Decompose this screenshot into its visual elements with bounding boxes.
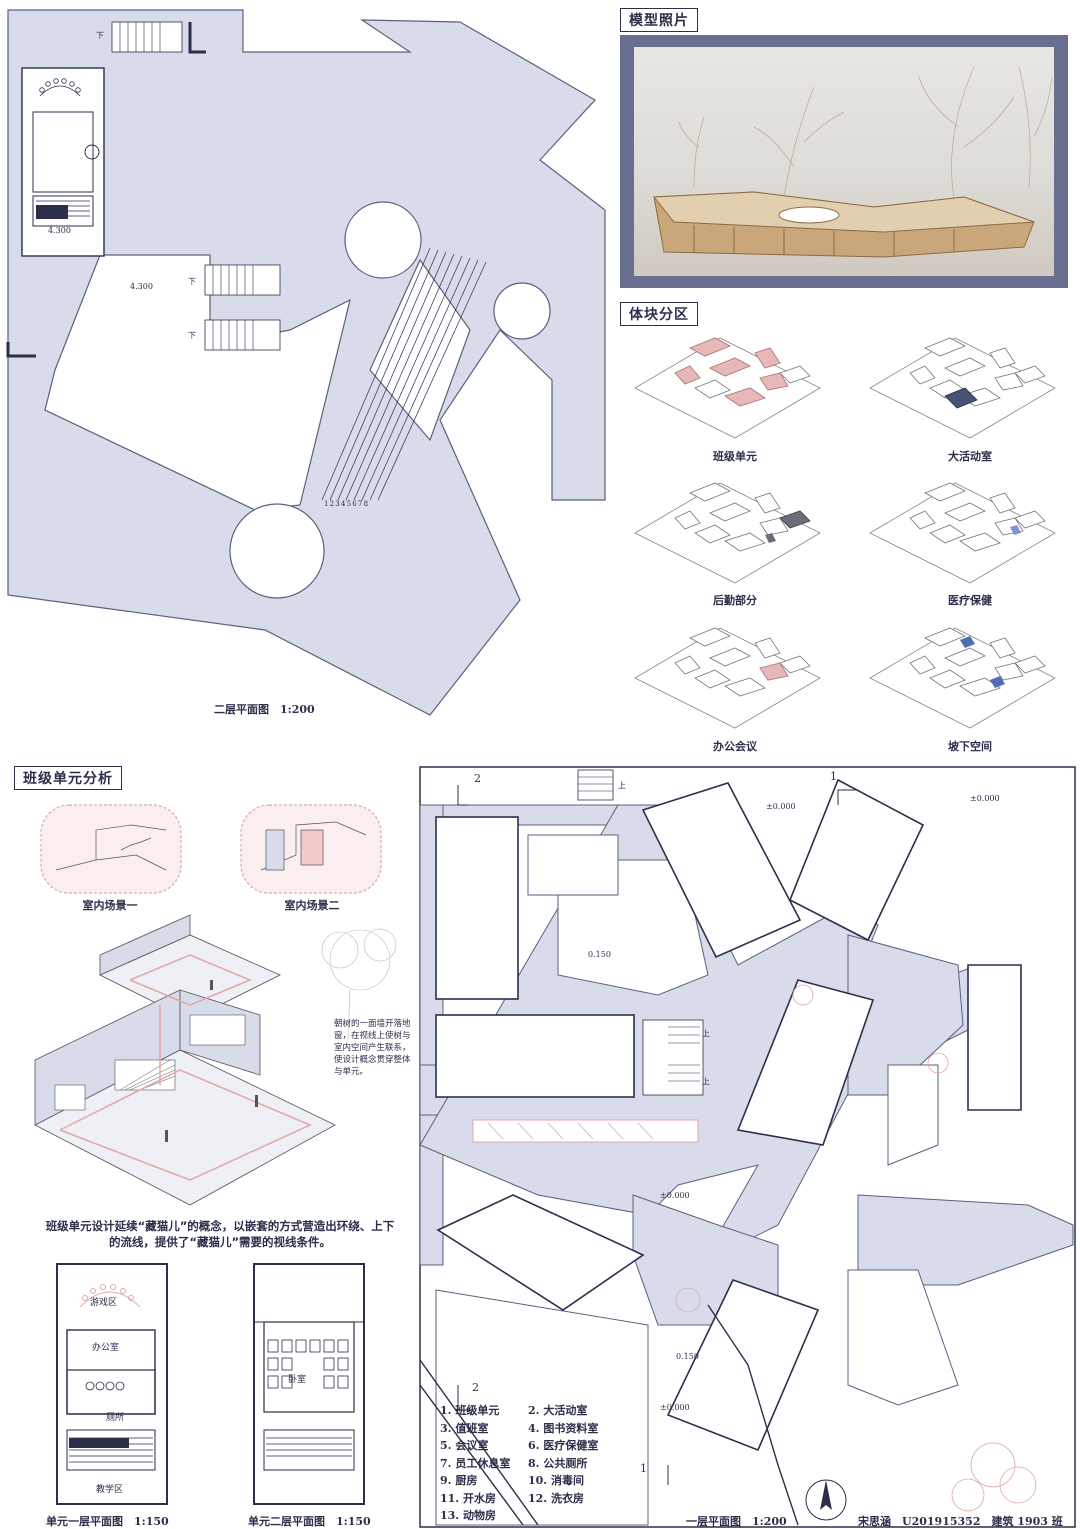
legend-row: 11. 开水房 12. 洗衣房	[440, 1490, 598, 1508]
elevation-4300-unit: 4.300	[48, 226, 71, 235]
author-caption: 宋思涵 U201915352 建筑 1903 班	[858, 1515, 1063, 1528]
up-mark-1: 上	[702, 1029, 710, 1038]
legend-item: 2. 大活动室	[528, 1404, 588, 1417]
interior-scenes	[40, 804, 382, 894]
massing-label-activity: 大活动室	[948, 450, 992, 463]
section-mark-2-top: 2	[474, 772, 481, 785]
unit-room-sleep: 卧室	[288, 1375, 307, 1385]
unit-first-floor-plan	[56, 1263, 168, 1505]
elevation-0150-1: 0.150	[588, 950, 611, 959]
elevation-4300-hall: 4.300	[130, 282, 153, 291]
unit-second-caption: 单元二层平面图 1:150	[248, 1515, 371, 1528]
unit-first-caption: 单元一层平面图 1:150	[46, 1515, 169, 1528]
legend-row: 1. 班级单元 2. 大活动室	[440, 1402, 598, 1420]
massing-label-medical: 医疗保健	[948, 594, 992, 607]
unit-room-office: 办公室	[92, 1343, 120, 1353]
legend-row: 5. 会议室 6. 医疗保健室	[440, 1437, 598, 1455]
legend-row: 7. 员工休息室 8. 公共厕所	[440, 1455, 598, 1473]
massing-title: 体块分区	[620, 302, 698, 326]
legend-item: 9. 厨房	[440, 1474, 478, 1487]
model-photo-title: 模型照片	[620, 8, 698, 32]
room-legend: 1. 班级单元 2. 大活动室 3. 值班室 4. 图书资料室 5. 会议室 6. 医…	[440, 1402, 598, 1525]
legend-item: 3. 值班室	[440, 1421, 489, 1435]
section-mark-1-bottom: 1	[640, 1462, 647, 1475]
first-floor-caption: 一层平面图 1:200	[686, 1515, 787, 1528]
model-photo-frame	[620, 35, 1068, 288]
elevation-zero-1: ±0.000	[766, 802, 796, 811]
elevation-zero-3: ±0.000	[660, 1191, 690, 1200]
legend-item: 12. 洗衣房	[528, 1491, 584, 1505]
first-floor-plan	[419, 766, 1076, 1528]
legend-item: 1. 班级单元	[440, 1404, 500, 1417]
unit-room-play: 游戏区	[90, 1298, 118, 1308]
legend-item: 10. 消毒间	[528, 1474, 584, 1487]
scene-label-one: 室内场景一	[82, 899, 138, 912]
massing-label-underground: 坡下空间	[948, 740, 992, 753]
elevation-zero-4: ±0.000	[660, 1403, 690, 1412]
down-mark-2: 下	[188, 277, 196, 286]
massing-label-class: 班级单元	[713, 450, 757, 463]
stair-numbers: 12345678	[324, 500, 370, 508]
massing-label-office: 办公会议	[713, 740, 757, 753]
class-unit-title: 班级单元分析	[14, 766, 122, 790]
second-floor-caption: 二层平面图 1:200	[214, 703, 315, 716]
scene-label-two: 室内场景二	[284, 899, 340, 912]
design-annotation: 朝树的一面墙开落地窗，在视线上使树与室内空间产生联系，使设计概念贯穿整体与单元。	[334, 1019, 411, 1077]
elevation-0150-2: 0.150	[676, 1352, 699, 1361]
axonometric-unit	[34, 914, 397, 1206]
massing-diagrams	[634, 337, 1056, 729]
down-mark-1: 下	[96, 31, 104, 40]
model-photo	[634, 47, 1054, 276]
down-mark-3: 下	[188, 331, 196, 340]
section-mark-2-bottom: 2	[472, 1381, 479, 1394]
legend-row: 9. 厨房 10. 消毒间	[440, 1472, 598, 1490]
legend-item: 13. 动物房	[440, 1509, 496, 1522]
legend-row: 3. 值班室 4. 图书资料室	[440, 1420, 598, 1438]
unit-room-teach: 教学区	[96, 1485, 124, 1495]
legend-item: 5. 会议室	[440, 1439, 489, 1452]
unit-description: 班级单元设计延续“藏猫儿”的概念，以嵌套的方式营造出环绕、上下的流线，提供了“藏…	[45, 1219, 395, 1249]
legend-item: 8. 公共厕所	[528, 1456, 588, 1470]
massing-label-logistics: 后勤部分	[713, 594, 757, 607]
legend-item: 7. 员工休息室	[440, 1456, 511, 1470]
elevation-zero-2: ±0.000	[970, 794, 1000, 803]
up-mark-2: 上	[702, 1077, 710, 1086]
up-mark-top: 上	[618, 781, 626, 790]
legend-row: 13. 动物房	[440, 1507, 598, 1525]
section-mark-1-top: 1	[830, 770, 837, 783]
unit-room-toilet: 厕所	[106, 1413, 125, 1423]
legend-item: 4. 图书资料室	[528, 1421, 599, 1435]
second-floor-plan	[6, 9, 606, 716]
unit-second-floor-plan	[253, 1263, 365, 1505]
legend-item: 11. 开水房	[440, 1491, 496, 1505]
legend-item: 6. 医疗保健室	[528, 1439, 599, 1452]
